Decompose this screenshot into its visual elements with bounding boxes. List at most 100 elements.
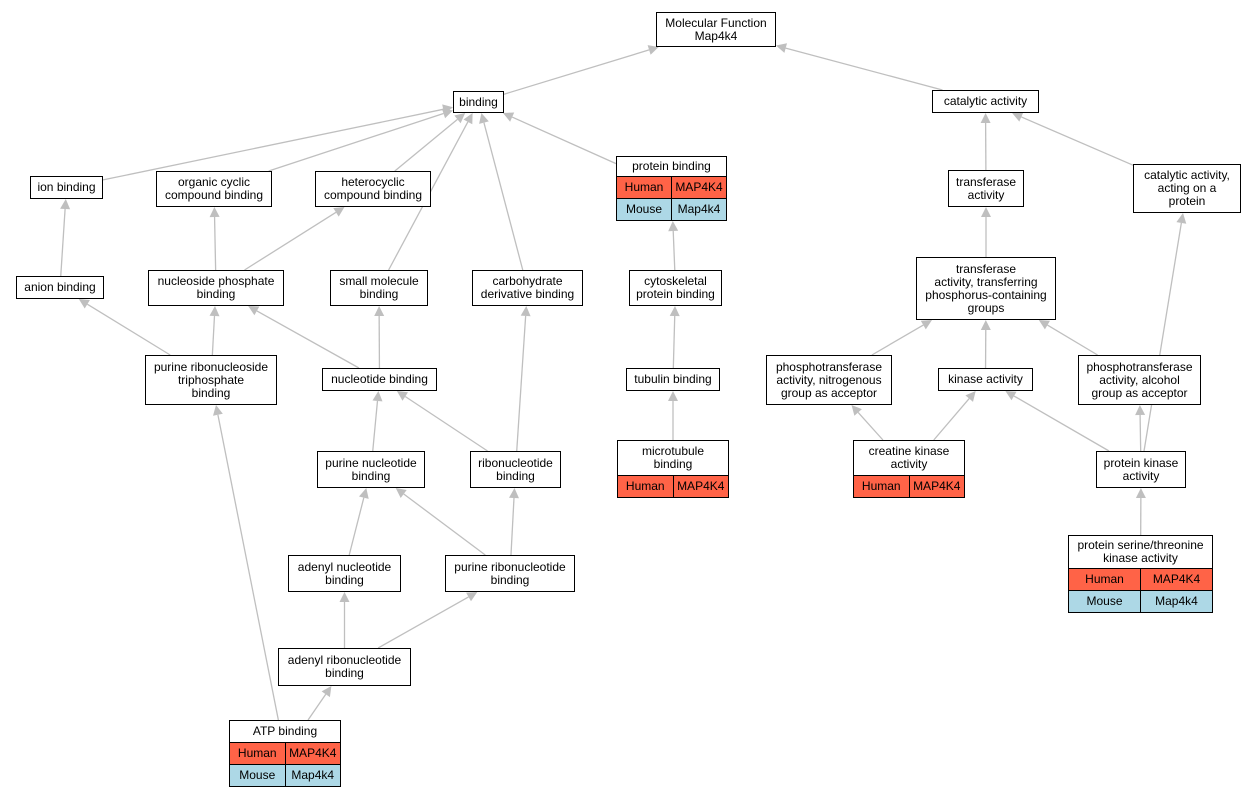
arrowhead-phosnitro-to-transphos bbox=[920, 320, 932, 330]
node-label: ion binding bbox=[37, 180, 96, 194]
node-anion-binding[interactable]: anion binding bbox=[16, 276, 104, 299]
edge-ribonuc-to-nucleotide bbox=[404, 395, 488, 452]
node-molecular-function[interactable]: Molecular Function Map4k4 bbox=[656, 12, 776, 47]
node-label: transferase activity bbox=[955, 174, 1017, 202]
arrowhead-purnuc-to-nucleotide bbox=[372, 391, 383, 402]
arrowhead-cytosk-to-protein bbox=[668, 221, 679, 232]
node-purine-ribonucleotide-binding[interactable]: purine ribonucleotide binding bbox=[445, 555, 575, 592]
node-protein-binding[interactable]: protein binding Human MAP4K4 Mouse Map4k… bbox=[616, 156, 727, 221]
arrowhead-protein-to-binding bbox=[503, 112, 515, 122]
node-transferase-activity-phosphorus[interactable]: transferase activity, transferring phosp… bbox=[916, 257, 1056, 320]
arrowhead-nucphos-to-hetero bbox=[333, 207, 345, 217]
mouse-row: Mouse Map4k4 bbox=[617, 198, 726, 220]
edge-purnuc-to-nucleotide bbox=[372, 400, 379, 452]
node-ion-binding[interactable]: ion binding bbox=[30, 176, 103, 199]
node-phosphotransferase-nitrogenous[interactable]: phosphotransferase activity, nitrogenous… bbox=[766, 355, 892, 405]
arrowhead-nucleotide-to-smallmol bbox=[374, 306, 385, 316]
node-microtubule-binding[interactable]: microtubule binding Human MAP4K4 bbox=[617, 440, 729, 498]
node-label: cytoskeletal protein binding bbox=[636, 274, 715, 301]
arrowhead-binding-to-root bbox=[647, 45, 659, 55]
edge-adenribo-to-purribo bbox=[377, 596, 469, 649]
mouse-row: Mouse Map4k4 bbox=[1069, 590, 1212, 612]
node-binding[interactable]: binding bbox=[453, 91, 504, 113]
arrowhead-purriboside-to-anion bbox=[78, 299, 90, 309]
node-protein-serine-threonine-kinase-activity[interactable]: protein serine/threonine kinase activity… bbox=[1068, 535, 1213, 613]
edge-atp-to-purriboside bbox=[217, 414, 280, 721]
arrowhead-carbo-to-binding bbox=[479, 113, 489, 124]
node-label: phosphotransferase activity, nitrogenous… bbox=[775, 359, 883, 400]
gene-human: MAP4K4 bbox=[672, 476, 729, 497]
node-tubulin-binding[interactable]: tubulin binding bbox=[626, 368, 720, 391]
edge-protkin-to-catprot bbox=[1143, 222, 1183, 452]
node-label: purine nucleotide binding bbox=[325, 455, 417, 483]
arrowhead-anion-to-ion bbox=[60, 199, 71, 210]
node-carbohydrate-derivative-binding[interactable]: carbohydrate derivative binding bbox=[472, 270, 583, 306]
edge-ion-to-binding bbox=[102, 108, 444, 181]
edge-cytosk-to-protein bbox=[672, 230, 676, 271]
node-catalytic-activity-acting-on-protein[interactable]: catalytic activity, acting on a protein bbox=[1133, 164, 1241, 213]
edge-protkin-to-kinase bbox=[1013, 395, 1110, 452]
arrowhead-catalytic-to-root bbox=[776, 43, 787, 53]
node-label: purine ribonucleoside triphosphate bindi… bbox=[153, 359, 269, 400]
node-label: protein kinase activity bbox=[1103, 455, 1179, 483]
node-catalytic-activity[interactable]: catalytic activity bbox=[932, 90, 1039, 113]
arrowhead-protkin-to-catprot bbox=[1176, 213, 1187, 224]
node-creatine-kinase-activity[interactable]: creatine kinase activity Human MAP4K4 bbox=[853, 440, 965, 498]
human-row: Human MAP4K4 bbox=[1069, 568, 1212, 590]
node-label: ATP binding bbox=[252, 724, 318, 738]
edge-purriboside-to-anion bbox=[86, 303, 171, 356]
edge-binding-to-root bbox=[503, 49, 650, 95]
node-small-molecule-binding[interactable]: small molecule binding bbox=[330, 270, 428, 306]
node-adenyl-ribonucleotide-binding[interactable]: adenyl ribonucleotide binding bbox=[278, 648, 411, 686]
edge-phosnitro-to-transphos bbox=[871, 324, 924, 356]
gene-mouse: Map4k4 bbox=[671, 199, 726, 220]
human-row: Human MAP4K4 bbox=[230, 742, 340, 764]
human-row: Human MAP4K4 bbox=[854, 475, 964, 497]
node-label: small molecule binding bbox=[339, 274, 419, 301]
edge-purribo-to-ribonuc bbox=[510, 497, 515, 556]
node-nucleotide-binding[interactable]: nucleotide binding bbox=[322, 368, 437, 391]
arrowhead-transphos-to-transferase bbox=[981, 207, 991, 217]
arrowhead-tubulin-to-cytosk bbox=[669, 306, 680, 317]
node-ribonucleotide-binding[interactable]: ribonucleotide binding bbox=[470, 451, 561, 488]
arrowhead-adenyl-to-purnuc bbox=[359, 488, 369, 499]
node-purine-nucleotide-binding[interactable]: purine nucleotide binding bbox=[317, 451, 425, 488]
node-label: ribonucleotide binding bbox=[478, 455, 553, 483]
node-label: heterocyclic compound binding bbox=[323, 175, 423, 202]
arrowhead-ribonuc-to-carbo bbox=[520, 306, 531, 317]
arrowhead-catprot-to-catalytic bbox=[1012, 112, 1024, 122]
node-protein-kinase-activity[interactable]: protein kinase activity bbox=[1096, 451, 1186, 488]
node-kinase-activity[interactable]: kinase activity bbox=[938, 368, 1033, 391]
mouse-row: Mouse Map4k4 bbox=[230, 764, 340, 786]
arrowhead-smallmol-to-binding bbox=[463, 113, 473, 125]
node-organic-cyclic-compound-binding[interactable]: organic cyclic compound binding bbox=[156, 171, 272, 207]
arrowhead-creatine-to-kinase bbox=[965, 391, 976, 402]
node-nucleoside-phosphate-binding[interactable]: nucleoside phosphate binding bbox=[148, 270, 284, 306]
node-label: microtubule binding bbox=[641, 444, 705, 471]
node-label: kinase activity bbox=[948, 372, 1023, 386]
node-label: adenyl ribonucleotide binding bbox=[287, 653, 402, 680]
node-atp-binding[interactable]: ATP binding Human MAP4K4 Mouse Map4k4 bbox=[229, 720, 341, 787]
node-adenyl-nucleotide-binding[interactable]: adenyl nucleotide binding bbox=[288, 555, 401, 592]
node-phosphotransferase-alcohol[interactable]: phosphotransferase activity, alcohol gro… bbox=[1078, 355, 1201, 405]
node-heterocyclic-compound-binding[interactable]: heterocyclic compound binding bbox=[315, 171, 431, 207]
arrowhead-protkin-to-phosalc bbox=[1135, 405, 1146, 416]
node-cytoskeletal-protein-binding[interactable]: cytoskeletal protein binding bbox=[629, 270, 722, 306]
arrowhead-atp-to-purriboside bbox=[213, 405, 223, 416]
node-purine-ribonucleoside-triphosphate-binding[interactable]: purine ribonucleoside triphosphate bindi… bbox=[145, 355, 277, 405]
species-mouse: Mouse bbox=[1086, 594, 1123, 608]
node-label: creatine kinase activity bbox=[868, 444, 950, 471]
gene-mouse: Map4k4 bbox=[284, 765, 341, 786]
edge-creatine-to-phosnitro bbox=[857, 412, 884, 441]
node-label: binding bbox=[459, 94, 498, 109]
arrowhead-nucleotide-to-nucphos bbox=[248, 306, 260, 316]
node-label: protein serine/threonine kinase activity bbox=[1077, 538, 1204, 565]
human-row: Human MAP4K4 bbox=[617, 176, 726, 198]
arrowhead-serthr-to-protkin bbox=[1135, 488, 1146, 498]
node-label: Molecular Function Map4k4 bbox=[665, 15, 767, 43]
node-transferase-activity[interactable]: transferase activity bbox=[948, 170, 1024, 207]
species-human: Human bbox=[625, 479, 665, 493]
arrowhead-kinase-to-transphos bbox=[980, 320, 991, 330]
edge-ribonuc-to-carbo bbox=[516, 315, 527, 452]
